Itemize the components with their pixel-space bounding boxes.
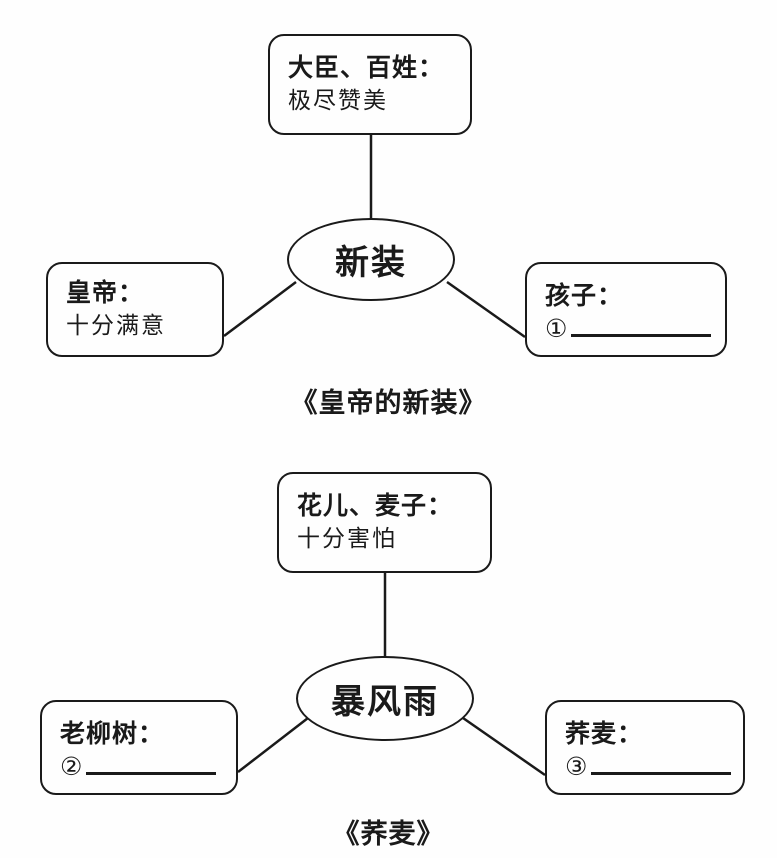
node-title: 皇帝： — [66, 278, 145, 308]
node-title: 老柳树： — [60, 718, 165, 748]
answer-blank[interactable]: ① — [545, 316, 725, 341]
ellipse-label: 暴风雨 — [331, 682, 439, 722]
edge-d2-center-to-right — [462, 716, 546, 777]
node-d2-center[interactable]: 暴风雨 — [296, 656, 474, 741]
node-title: 大臣、百姓： — [288, 53, 445, 83]
edge-d2-center-to-left — [237, 717, 309, 773]
blank-rule[interactable] — [86, 771, 217, 775]
node-d2-left[interactable]: 老柳树： ② — [40, 700, 238, 795]
node-title: 孩子： — [545, 280, 624, 310]
node-title: 花儿、麦子： — [297, 491, 454, 521]
node-d1-right[interactable]: 孩子： ① — [525, 262, 727, 357]
ellipse-label: 新装 — [335, 243, 407, 283]
blank-number: ③ — [565, 751, 588, 781]
blank-rule[interactable] — [591, 771, 732, 775]
node-value: 极尽赞美 — [288, 88, 388, 115]
answer-blank[interactable]: ② — [60, 754, 236, 779]
node-d2-top[interactable]: 花儿、麦子： 十分害怕 — [277, 472, 492, 573]
node-d1-center[interactable]: 新装 — [287, 218, 455, 301]
node-d1-top[interactable]: 大臣、百姓： 极尽赞美 — [268, 34, 472, 135]
caption-diagram-2: 《荞麦》 — [332, 819, 445, 850]
node-value: 十分满意 — [66, 313, 166, 340]
blank-number: ② — [60, 751, 83, 781]
answer-blank[interactable]: ③ — [565, 754, 743, 779]
node-title: 荞麦： — [565, 718, 644, 748]
edge-d1-center-to-right — [446, 280, 526, 339]
edge-d1-center-to-left — [223, 281, 297, 337]
node-d2-right[interactable]: 荞麦： ③ — [545, 700, 745, 795]
node-d1-left[interactable]: 皇帝： 十分满意 — [46, 262, 224, 357]
blank-number: ① — [545, 313, 568, 343]
node-value: 十分害怕 — [297, 526, 397, 553]
caption-diagram-1: 《皇帝的新装》 — [290, 388, 487, 419]
blank-rule[interactable] — [571, 333, 712, 337]
